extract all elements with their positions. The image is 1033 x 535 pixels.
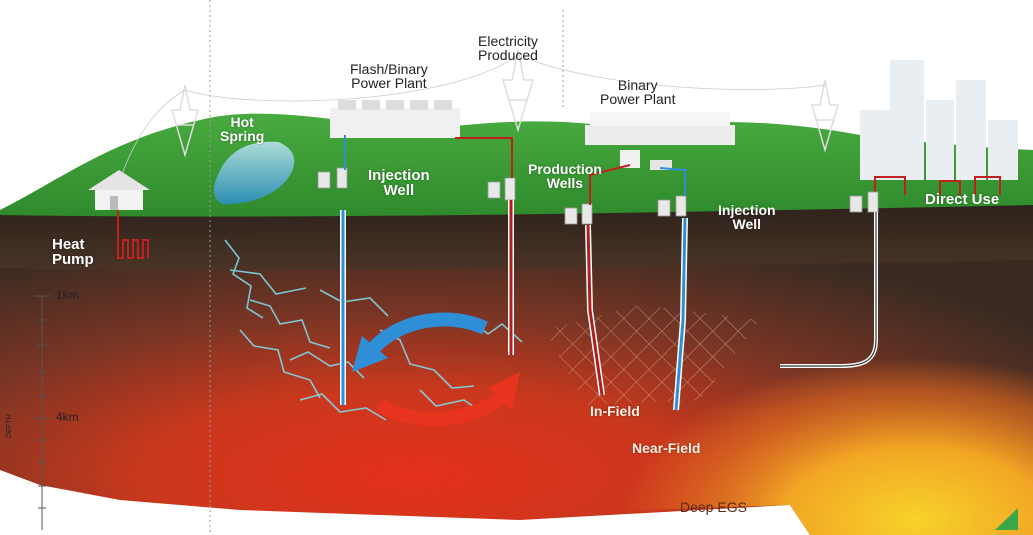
- wellhead-icon: [317, 167, 348, 189]
- surface-pipe: [589, 164, 631, 205]
- label-electricity-produced: Electricity Produced: [478, 33, 538, 64]
- production-well-infield: [585, 224, 605, 396]
- wellhead-icon: [849, 191, 879, 213]
- depth-tick-4km: 4km: [56, 410, 79, 424]
- cold-flow-arrow: [366, 312, 488, 355]
- transmission-tower-icon: [171, 84, 199, 158]
- binary-plant-icon: [585, 112, 735, 170]
- label-binary-plant: Binary Power Plant: [600, 77, 676, 108]
- surface-pipe: [455, 137, 513, 178]
- wellhead-icon: [657, 195, 687, 217]
- injection-well-infield: [673, 217, 688, 411]
- label-production-wells: Production Wells: [528, 161, 602, 192]
- corner-marker: [995, 508, 1018, 530]
- label-in-field: In-Field: [590, 403, 640, 419]
- city-icon: [860, 60, 1018, 180]
- transmission-tower-icon: [811, 79, 839, 153]
- heat-pump-coil: [117, 239, 149, 259]
- label-injection-well-right: Injection Well: [718, 202, 776, 233]
- label-direct-use: Direct Use: [925, 191, 1000, 208]
- wellhead-icon: [564, 203, 593, 225]
- power-lines: [119, 54, 826, 181]
- depth-axis: [34, 295, 50, 530]
- depth-tick-1km: 1km: [56, 288, 79, 302]
- label-hot-spring: Hot Spring: [220, 114, 265, 145]
- house-icon: [88, 170, 150, 210]
- hot-spring: [213, 141, 295, 205]
- topsoil-band: [0, 203, 1033, 271]
- flash-plant-icon: [330, 100, 460, 138]
- transmission-tower-icon: [501, 49, 535, 133]
- hot-flow-arrow: [376, 389, 510, 426]
- hot-flow-arrowhead: [488, 372, 520, 410]
- depth-axis-title: DEPTH: [6, 414, 13, 438]
- label-deep-egs: Deep EGS: [680, 499, 747, 515]
- label-heat-pump: Heat Pump: [52, 236, 94, 269]
- cold-flow-arrowhead: [352, 336, 388, 372]
- label-injection-well-left: Injection Well: [368, 167, 430, 200]
- label-near-field: Near-Field: [632, 440, 701, 456]
- direct-use-well: [780, 212, 878, 368]
- direct-use-pipes: [874, 176, 1001, 195]
- surface-pipe: [659, 167, 686, 196]
- label-flash-binary-plant: Flash/Binary Power Plant: [350, 61, 428, 92]
- wellhead-icon: [487, 177, 516, 201]
